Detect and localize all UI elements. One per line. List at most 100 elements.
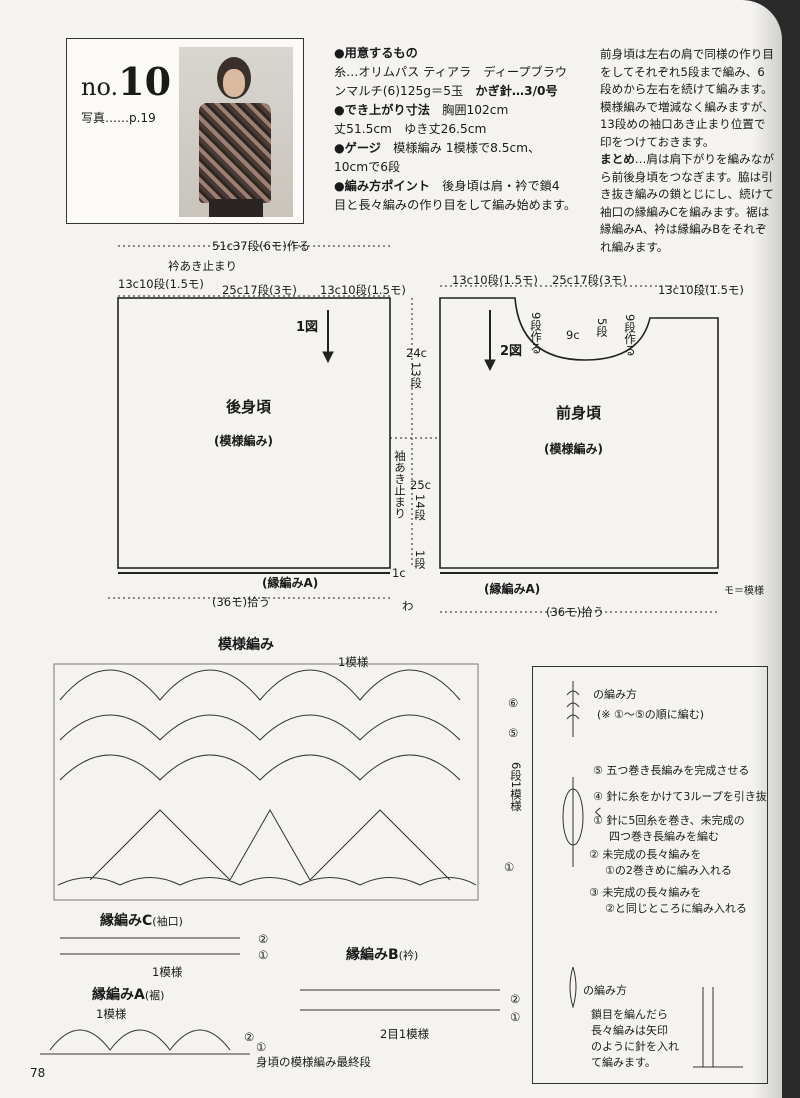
pattern-number-value: 10 bbox=[118, 59, 172, 104]
legend-heading-1-note: (※ ①～⑤の順に編む) bbox=[597, 708, 705, 721]
front-neck-cm: 25c bbox=[552, 273, 573, 287]
pattern-repeat-label: 1模様 bbox=[338, 655, 369, 669]
legend-2a: 鎖目を編んだら bbox=[591, 1008, 668, 1021]
legend-photo-diagram bbox=[693, 987, 743, 1068]
materials-heading: ●用意するもの bbox=[334, 46, 418, 60]
front-arrow-head bbox=[484, 359, 496, 372]
legend-step-1a: ① 針に5回糸を巻き、未完成の bbox=[593, 814, 745, 827]
edge-c-title: 縁編みC(袖口) bbox=[100, 910, 183, 930]
page: no.10 写真……p.19 ●用意するもの 糸…オリムパス ティアラ ディープ… bbox=[0, 0, 782, 1098]
pattern-chart bbox=[53, 663, 479, 901]
pattern-fans bbox=[89, 808, 451, 881]
back-neck-cm: 25c bbox=[222, 283, 243, 297]
length-upper-cm: 24c bbox=[406, 346, 427, 360]
front-right-shoulder: 13c10段(1.5モ) bbox=[658, 282, 744, 298]
front-right-shoulder-mo: (1.5モ) bbox=[705, 283, 744, 297]
stitch-wraps bbox=[566, 690, 580, 720]
back-width-value: 51c bbox=[212, 239, 233, 253]
front-neck-side-left: 9段作る bbox=[529, 312, 543, 354]
back-neck-rows: 17段 bbox=[242, 283, 270, 297]
edge-b-title-text: 縁編みB bbox=[346, 947, 399, 963]
edge-b-row-2: ② bbox=[510, 992, 521, 1006]
pattern-row-mark-6: ⑥ bbox=[508, 696, 519, 710]
unit-legend: モ＝模様 bbox=[724, 586, 764, 597]
length-upper: 24c bbox=[406, 346, 427, 360]
legend-step-3b: ②と同じところに編み入れる bbox=[605, 902, 747, 915]
instructions-text: 前身頃は左右の肩で同様の作り目をしてそれぞれ5段まで編み、6段めから左右を続けて… bbox=[600, 46, 776, 256]
front-right-shoulder-cm: 13c bbox=[658, 283, 679, 297]
back-left-shoulder-cm: 13c bbox=[118, 277, 139, 291]
edge-c-title-text: 縁編みC bbox=[100, 913, 153, 929]
legend-step-2b: ①の2巻きめに編み入れる bbox=[605, 864, 732, 877]
front-left-shoulder-rows: 10段 bbox=[472, 273, 500, 287]
legend-symbols bbox=[562, 681, 743, 1068]
front-panel-title: 前身頃 bbox=[556, 404, 602, 422]
front-right-shoulder-rows: 10段 bbox=[678, 283, 706, 297]
back-figure-ref: 1図 bbox=[296, 320, 319, 335]
length-lower: 25c bbox=[410, 478, 431, 492]
edge-b-chart bbox=[300, 989, 500, 1011]
back-right-shoulder: 13c10段(1.5モ) bbox=[320, 282, 406, 298]
edge-c-row-2: ② bbox=[258, 932, 269, 946]
back-width-note: (6モ)作る bbox=[259, 239, 310, 253]
length-lower-rows: 14段 bbox=[413, 494, 427, 521]
pattern-chain-row1 bbox=[57, 877, 477, 886]
legend-step-5: ⑤ 五つ巻き長編みを完成させる bbox=[593, 764, 750, 777]
pattern-rows-label: 6段1模様 bbox=[509, 762, 523, 812]
materials-info: ●用意するもの 糸…オリムパス ティアラ ディープブラウ ンマルチ(6)125g… bbox=[334, 44, 584, 215]
pattern-chart-frame bbox=[53, 663, 479, 901]
edge-c-row-1: ① bbox=[258, 948, 269, 962]
finishing-instructions: …肩は肩下がりを編みながら前後身頃をつなぎます。脇は引き抜き編みの鎖とじにし、続… bbox=[600, 152, 774, 254]
front-hem-label: (縁編みA) bbox=[484, 582, 541, 596]
edge-c-sub: (袖口) bbox=[152, 915, 183, 928]
hem-height: 1c bbox=[392, 566, 406, 580]
front-left-shoulder: 13c10段(1.5モ) bbox=[452, 272, 538, 288]
photo-reference: 写真……p.19 bbox=[81, 111, 156, 125]
back-right-shoulder-rows: 10段 bbox=[340, 283, 368, 297]
pattern-arc-row4 bbox=[59, 754, 461, 781]
back-neck-mo: (3モ) bbox=[269, 283, 297, 297]
size-heading: ●でき上がり寸法 bbox=[334, 103, 430, 117]
length-size: 丈51.5cm ゆき丈26.5cm bbox=[334, 122, 487, 136]
back-left-shoulder-rows: 10段 bbox=[138, 277, 166, 291]
back-panel-outline bbox=[117, 297, 391, 569]
point-heading: ●編み方ポイント bbox=[334, 179, 430, 193]
front-panel-outline bbox=[439, 297, 719, 569]
stitch-legend-box: の編み方 (※ ①～⑤の順に編む) ⑤ 五つ巻き長編みを完成させる ④ 針に糸を… bbox=[532, 666, 768, 1084]
edge-a-note: 身頃の模様編み最終段 bbox=[256, 1055, 371, 1069]
legend-heading-2: の編み方 bbox=[583, 984, 627, 997]
back-pattern-label: (模様編み) bbox=[214, 434, 273, 448]
back-neck-width: 25c17段(3モ) bbox=[222, 282, 297, 298]
pattern-number-prefix: no. bbox=[81, 73, 119, 101]
gauge-text-2: 10cmで6段 bbox=[334, 160, 401, 174]
legend-step-1b: 四つ巻き長編みを編む bbox=[609, 830, 719, 843]
legend-2d: て編みます。 bbox=[591, 1056, 656, 1069]
legend-heading-1: の編み方 bbox=[593, 688, 637, 701]
back-panel-title: 後身頃 bbox=[226, 398, 272, 416]
edge-b-repeat: 2目1模様 bbox=[380, 1027, 430, 1041]
join-mark: わ bbox=[402, 599, 414, 613]
back-hem-label: (縁編みA) bbox=[262, 576, 319, 590]
pattern-row-mark-5: ⑤ bbox=[508, 726, 519, 740]
chest-size: 胸囲102cm bbox=[442, 103, 509, 117]
length-lower-cm: 25c bbox=[410, 478, 431, 492]
front-left-shoulder-mo: (1.5モ) bbox=[499, 273, 538, 287]
back-top-width: 51c37段(6モ)作る bbox=[212, 238, 310, 254]
front-instructions: 前身頃は左右の肩で同様の作り目をしてそれぞれ5段まで編み、6段めから左右を続けて… bbox=[600, 47, 774, 149]
point-text-2: 目と長々編みの作り目をして編み始めます。 bbox=[334, 198, 577, 212]
front-neck-side-right: 9段作る bbox=[623, 314, 637, 356]
edge-a-row-2: ② bbox=[244, 1030, 255, 1044]
pattern-number: no.10 bbox=[81, 59, 171, 104]
edge-b-row-1: ① bbox=[510, 1010, 521, 1024]
legend-chain-symbol bbox=[569, 966, 577, 1009]
front-left-shoulder-cm: 13c bbox=[452, 273, 473, 287]
armhole-stop-label: 袖あき止まり bbox=[393, 450, 407, 519]
back-right-shoulder-cm: 13c bbox=[320, 283, 341, 297]
edge-a-chart bbox=[49, 1029, 231, 1051]
edge-a-row-1: ① bbox=[256, 1040, 267, 1054]
front-figure-ref: 2図 bbox=[500, 344, 523, 359]
hem-rows: 1段 bbox=[413, 550, 427, 569]
legend-2b: 長々編みは矢印 bbox=[591, 1024, 668, 1037]
photo-face bbox=[223, 69, 245, 97]
front-neck-depth: 9c bbox=[566, 328, 580, 342]
